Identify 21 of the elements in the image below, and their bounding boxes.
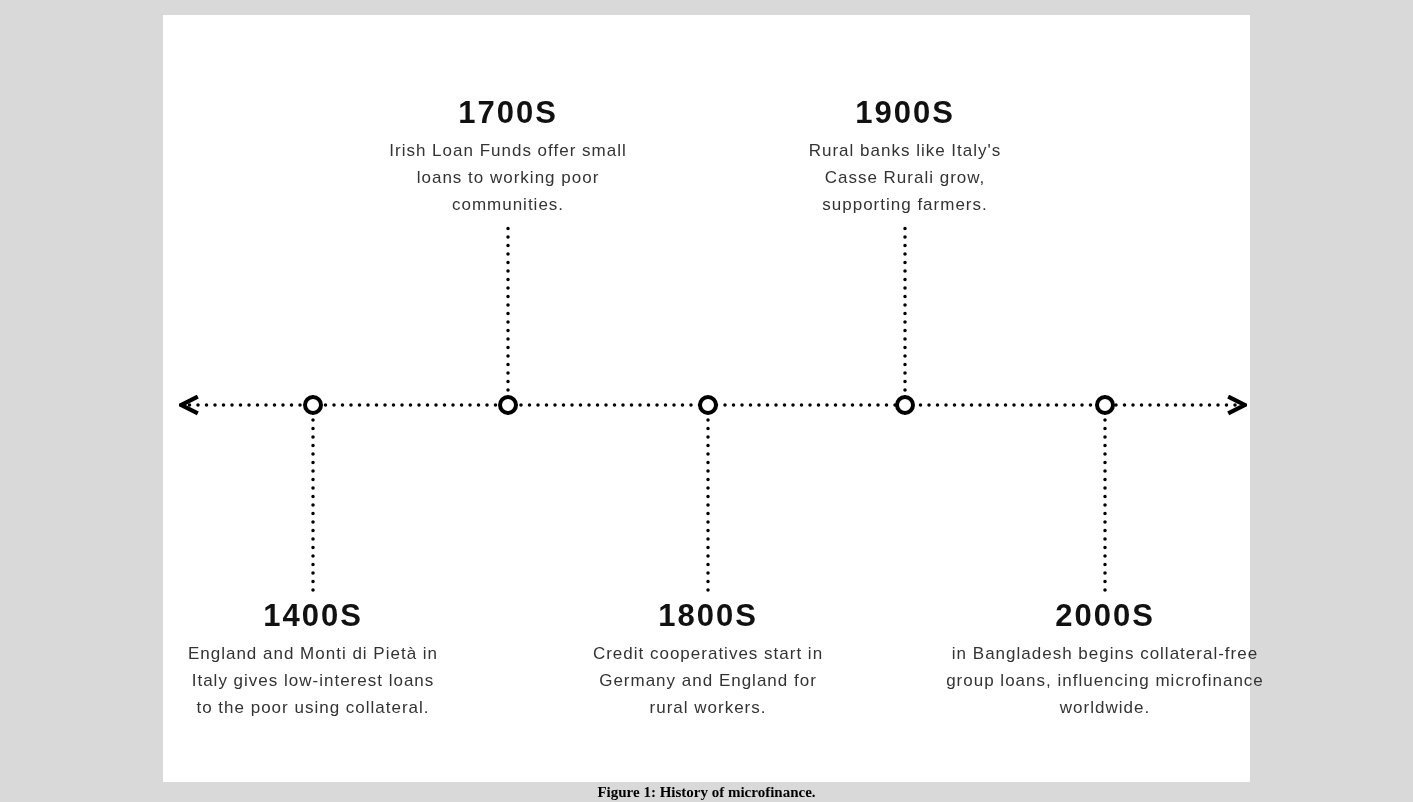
connector-line xyxy=(506,224,510,392)
figure-caption: Figure 1: History of microfinance. xyxy=(597,784,816,800)
connector-line xyxy=(311,418,315,594)
timeline-marker xyxy=(894,394,916,416)
event-description: Irish Loan Funds offer small loans to working poor communities. xyxy=(388,140,628,216)
year-heading: 2000S xyxy=(1055,598,1155,634)
event-description: Rural banks like Italy's Casse Rurali grow, supporting farmers. xyxy=(807,140,1003,216)
year-heading: 1900S xyxy=(855,95,955,131)
connector-line xyxy=(1103,418,1107,594)
event-description: Credit cooperatives start in Germany and England for rural workers. xyxy=(591,643,825,719)
timeline-marker xyxy=(497,394,519,416)
connector-line xyxy=(706,418,710,594)
timeline-marker xyxy=(1094,394,1116,416)
year-heading: 1700S xyxy=(458,95,558,131)
year-heading: 1400S xyxy=(263,598,363,634)
event-description: England and Monti di Pietà in Italy gives low-interest loans to the poor using collateral. xyxy=(186,643,440,719)
event-description: in Bangladesh begins collateral-free group loans, influencing microfinance worldwide. xyxy=(945,643,1265,719)
connector-line xyxy=(903,224,907,392)
timeline-marker xyxy=(302,394,324,416)
year-heading: 1800S xyxy=(658,598,758,634)
timeline-marker xyxy=(697,394,719,416)
